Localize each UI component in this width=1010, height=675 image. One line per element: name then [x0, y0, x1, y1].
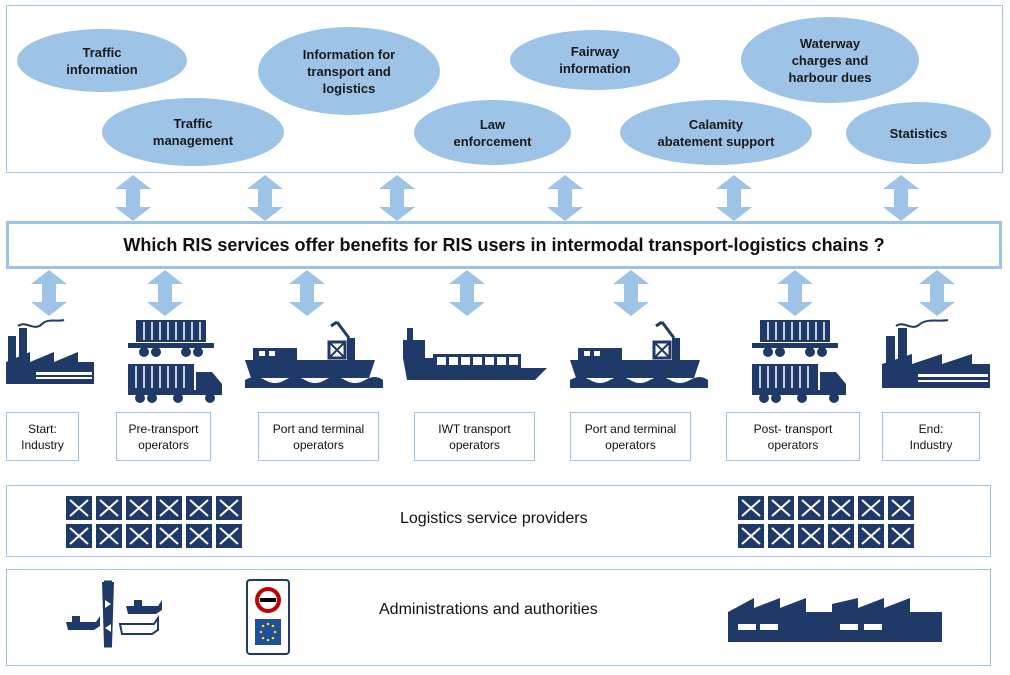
- traffic-sign-icon: [246, 579, 290, 655]
- warehouse-icon: [728, 598, 942, 642]
- double-arrow-icon: [115, 175, 151, 221]
- barge-icon: [403, 328, 547, 380]
- service-traffic-information: Traffic information: [17, 29, 187, 92]
- double-arrow-icon: [379, 175, 415, 221]
- double-arrow-icon: [919, 270, 955, 316]
- lock-ships-icon: [66, 580, 162, 648]
- actor-start-industry: Start: Industry: [6, 412, 79, 461]
- train-truck-icon: [128, 320, 222, 403]
- double-arrow-icon: [883, 175, 919, 221]
- actor-port-terminal-2: Port and terminal operators: [570, 412, 691, 461]
- double-arrow-icon: [613, 270, 649, 316]
- service-waterway-charges: Waterway charges and harbour dues: [741, 17, 919, 103]
- train-truck-icon: [752, 320, 846, 403]
- actor-end-industry: End: Industry: [882, 412, 980, 461]
- service-information-transport-logistics: Information for transport and logistics: [258, 27, 440, 115]
- central-question: Which RIS services offer benefits for RI…: [6, 221, 1002, 269]
- double-arrow-icon: [289, 270, 325, 316]
- double-arrow-icon: [777, 270, 813, 316]
- double-arrow-icon: [147, 270, 183, 316]
- double-arrow-icon: [247, 175, 283, 221]
- ship-crane-icon: [245, 320, 383, 388]
- service-traffic-management: Traffic management: [102, 98, 284, 166]
- factory-icon: [882, 319, 990, 388]
- service-statistics: Statistics: [846, 102, 991, 164]
- double-arrow-icon: [31, 270, 67, 316]
- factory-icon: [6, 319, 94, 384]
- service-law-enforcement: Law enforcement: [414, 100, 571, 165]
- ship-crane-icon: [570, 320, 708, 388]
- container-stack-icon: [738, 496, 914, 548]
- double-arrow-icon: [716, 175, 752, 221]
- service-calamity-abatement: Calamity abatement support: [620, 100, 812, 165]
- actor-pre-transport: Pre-transport operators: [116, 412, 211, 461]
- logistics-label: Logistics service providers: [400, 510, 588, 527]
- administrations-label: Administrations and authorities: [379, 601, 598, 618]
- actor-port-terminal-1: Port and terminal operators: [258, 412, 379, 461]
- double-arrow-icon: [449, 270, 485, 316]
- double-arrow-icon: [547, 175, 583, 221]
- service-fairway-information: Fairway information: [510, 30, 680, 90]
- actor-iwt-transport: IWT transport operators: [414, 412, 535, 461]
- container-stack-icon: [66, 496, 242, 548]
- actor-post-transport: Post- transport operators: [726, 412, 860, 461]
